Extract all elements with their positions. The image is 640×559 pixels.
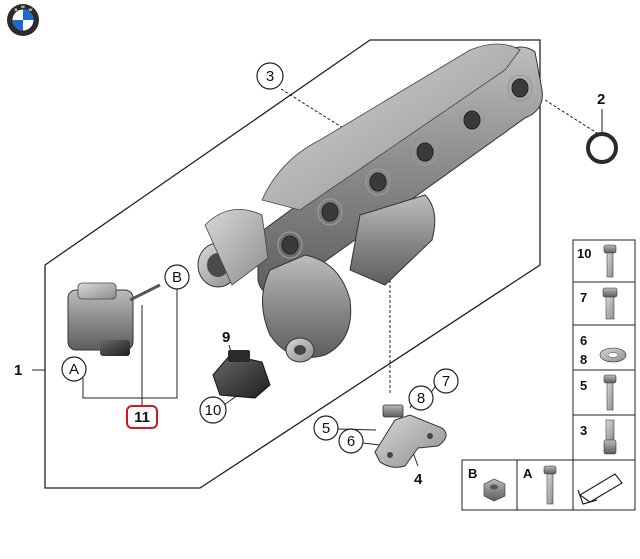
callout-7: 7 (433, 368, 459, 394)
logo-letter-w: W (29, 7, 33, 12)
callout-b: B (164, 264, 190, 290)
callout-7-label: 7 (442, 373, 450, 390)
legend-item-10: 10 (577, 246, 591, 261)
legend-item-7: 7 (580, 290, 587, 305)
callout-10-label: 10 (205, 402, 222, 419)
callout-6: 6 (338, 428, 364, 454)
parts-legend-bottom: B A (461, 459, 636, 511)
arrow-icon (577, 473, 623, 505)
callout-1: 1 (14, 362, 22, 379)
legend-item-5: 5 (580, 378, 587, 393)
callout-5: 5 (313, 415, 339, 441)
logo-letter-b: B (15, 7, 18, 12)
exhaust-manifold (257, 43, 543, 294)
callout-8: 8 (408, 385, 434, 411)
bracket (374, 404, 447, 468)
legend-item-6: 6 (580, 333, 587, 348)
vacuum-actuator (67, 282, 161, 356)
callout-2: 2 (597, 91, 605, 108)
nut-icon (483, 478, 506, 502)
callout-3-label: 3 (266, 68, 274, 85)
callout-11: 11 (126, 405, 158, 429)
callout-a: A (61, 356, 87, 382)
assembly-frame (44, 39, 541, 489)
callout-b-label: B (172, 269, 182, 286)
callout-8-label: 8 (417, 390, 425, 407)
callout-4-label: 4 (414, 471, 423, 488)
bolt-icon (603, 244, 617, 278)
callout-6-label: 6 (347, 433, 355, 450)
callout-5-label: 5 (322, 420, 330, 437)
bmw-logo-icon: B M W (7, 4, 39, 36)
legend-item-a: A (523, 466, 533, 481)
callout-3: 3 (256, 62, 284, 90)
callout-9: 9 (222, 329, 230, 346)
legend-item-b: B (468, 466, 477, 481)
callout-1-label: 1 (14, 362, 22, 379)
turbocharger (197, 194, 436, 363)
callout-a-label: A (69, 361, 79, 378)
bolt-icon (543, 465, 557, 505)
callout-10: 10 (199, 396, 227, 424)
gasket-ring (586, 132, 618, 164)
callout-11-label: 11 (134, 409, 150, 426)
callout-2-label: 2 (597, 91, 605, 108)
callout-4: 4 (414, 471, 423, 488)
electric-connector (212, 350, 271, 399)
callout-9-label: 9 (222, 329, 230, 346)
parts-legend-side: 10 7 6 8 5 3 (572, 239, 636, 461)
stud-icon (603, 419, 617, 455)
bolt-icon (603, 374, 617, 411)
washer-icon (599, 347, 627, 363)
bolt-icon (602, 287, 618, 320)
legend-item-8: 8 (580, 352, 587, 367)
legend-item-3: 3 (580, 423, 587, 438)
logo-letter-m: M (21, 4, 25, 9)
